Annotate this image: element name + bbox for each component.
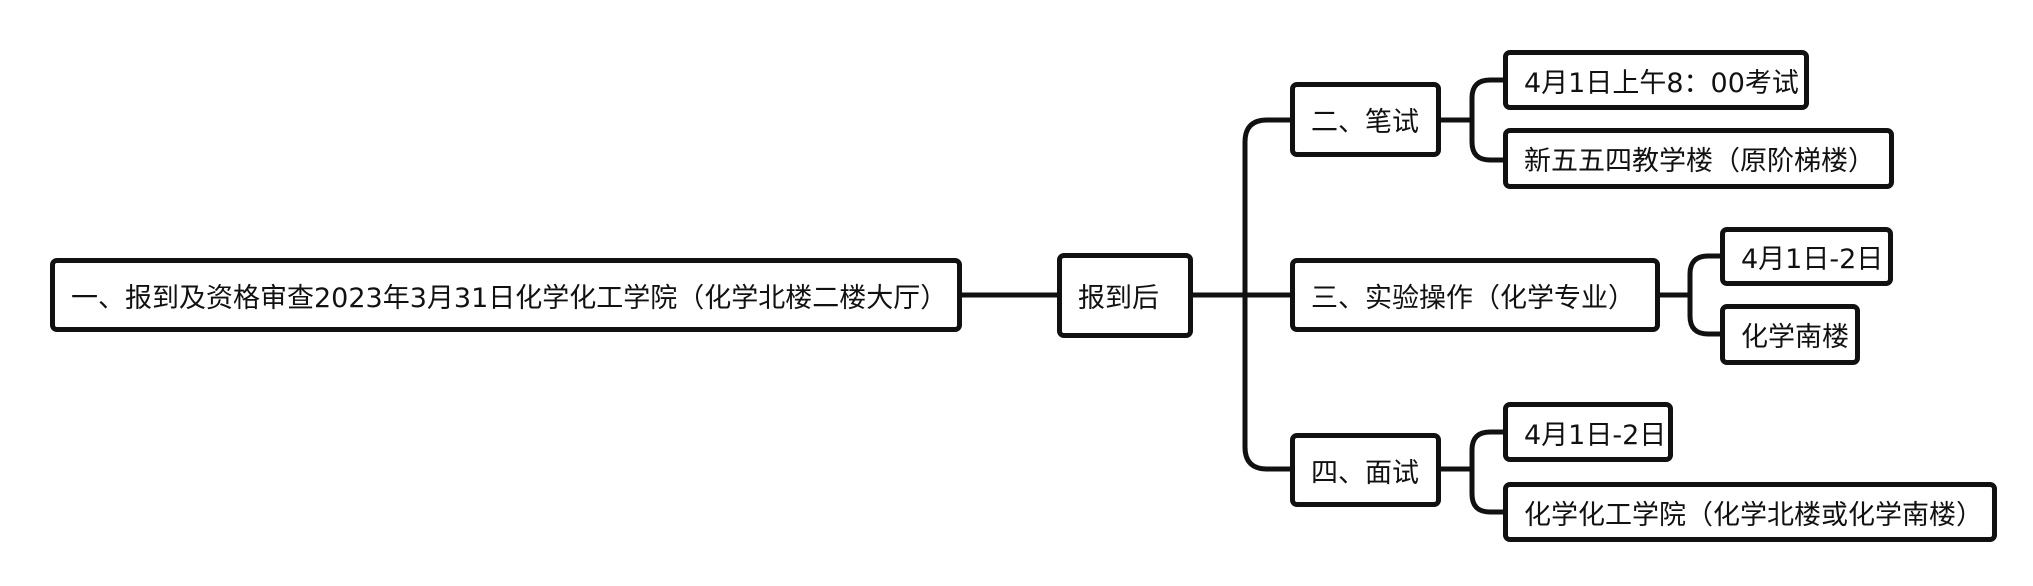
leaf-label: 4月1日-2日	[1741, 244, 1884, 275]
bracket-b1	[1469, 77, 1493, 163]
root-label: 一、报到及资格审查2023年3月31日化学化工学院（化学北楼二楼大厅）	[71, 282, 948, 314]
leaf-label: 化学南楼	[1741, 322, 1849, 353]
leaf-node: 化学南楼	[1720, 304, 1860, 365]
root-node: 一、报到及资格审查2023年3月31日化学化工学院（化学北楼二楼大厅）	[50, 258, 962, 332]
leaf-label: 4月1日-2日	[1524, 419, 1667, 451]
leaf-node: 4月1日-2日	[1720, 227, 1893, 286]
branch-label: 二、笔试	[1311, 107, 1419, 138]
leaf-node: 化学化工学院（化学北楼或化学南楼）	[1503, 482, 1997, 542]
leaf-label: 4月1日上午8：00考试	[1524, 67, 1799, 99]
leaf-label: 化学化工学院（化学北楼或化学南楼）	[1524, 499, 1983, 531]
branch-label: 三、实验操作（化学专业）	[1311, 282, 1635, 314]
hub-node: 报到后	[1057, 253, 1193, 338]
branch-label: 四、面试	[1311, 457, 1419, 489]
leaf-node: 4月1日上午8：00考试	[1503, 50, 1809, 110]
leaf-node: 新五五四教学楼（原阶梯楼）	[1503, 128, 1894, 189]
bracket-b2	[1687, 253, 1711, 337]
leaf-label: 新五五四教学楼（原阶梯楼）	[1524, 146, 1875, 177]
leaf-node: 4月1日-2日	[1503, 402, 1673, 462]
bracket-b3	[1469, 429, 1493, 515]
branch-node-written-exam: 二、笔试	[1290, 82, 1441, 157]
branch-node-interview: 四、面试	[1290, 433, 1441, 507]
branch-node-lab-test: 三、实验操作（化学专业）	[1290, 258, 1660, 332]
hub-label: 报到后	[1078, 283, 1159, 314]
